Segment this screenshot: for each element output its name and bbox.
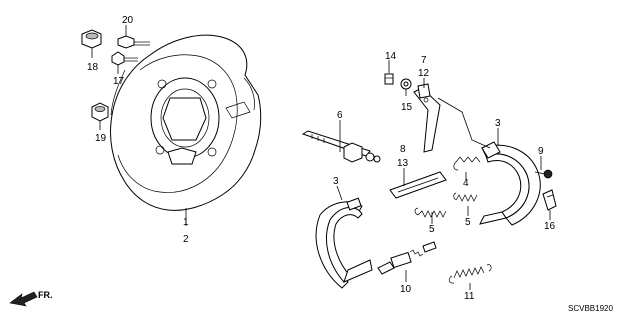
spring-5-right (453, 192, 478, 202)
adjuster-bolt-6 (301, 130, 381, 163)
callout-9: 9 (538, 146, 544, 157)
callout-19: 19 (95, 133, 107, 144)
nut-19 (91, 102, 109, 122)
brake-shoe-upper (479, 141, 541, 226)
adjuster-10 (377, 241, 437, 275)
callout-20: 20 (122, 15, 134, 26)
callout-5-right: 5 (465, 217, 471, 228)
callout-5-left: 5 (429, 224, 435, 235)
nut-18 (81, 29, 102, 49)
callout-10: 10 (400, 284, 412, 295)
spring-4 (453, 156, 481, 171)
brake-shoe-lower (315, 197, 373, 289)
callout-4: 4 (463, 178, 469, 189)
callout-14: 14 (385, 51, 397, 62)
pin-14 (384, 73, 394, 85)
strut-13 (389, 171, 447, 199)
callout-12: 12 (418, 68, 430, 79)
plate-edge (110, 69, 126, 116)
callout-1: 1 (183, 217, 189, 228)
front-direction-arrow: FR. (9, 290, 53, 307)
bolt-17 (111, 51, 138, 66)
spring-11 (448, 264, 492, 284)
callout-8: 8 (400, 144, 406, 155)
callout-2: 2 (183, 234, 189, 245)
callout-3-upper: 3 (495, 118, 501, 129)
diagram-code: SCVBB1920 (568, 304, 613, 313)
washer-15 (400, 78, 412, 90)
callout-11: 11 (464, 291, 475, 302)
pin-9 (534, 169, 553, 179)
callout-16: 16 (544, 221, 556, 232)
bolt-20 (117, 35, 150, 49)
callouts: 20 18 17 19 1 2 6 3 14 15 7 12 3 8 13 4 … (87, 15, 556, 302)
callout-15: 15 (401, 102, 413, 113)
spring-5-left (414, 207, 447, 218)
callout-13: 13 (397, 158, 409, 169)
front-direction-label: FR. (38, 290, 53, 300)
callout-3-lower: 3 (333, 176, 339, 187)
callout-18: 18 (87, 62, 99, 73)
backing-plate (110, 34, 262, 211)
leader-lines (91, 25, 551, 290)
callout-17: 17 (113, 76, 125, 87)
callout-6: 6 (337, 110, 343, 121)
lever-12 (413, 83, 441, 153)
callout-7: 7 (421, 55, 427, 66)
clip-16 (542, 189, 557, 211)
